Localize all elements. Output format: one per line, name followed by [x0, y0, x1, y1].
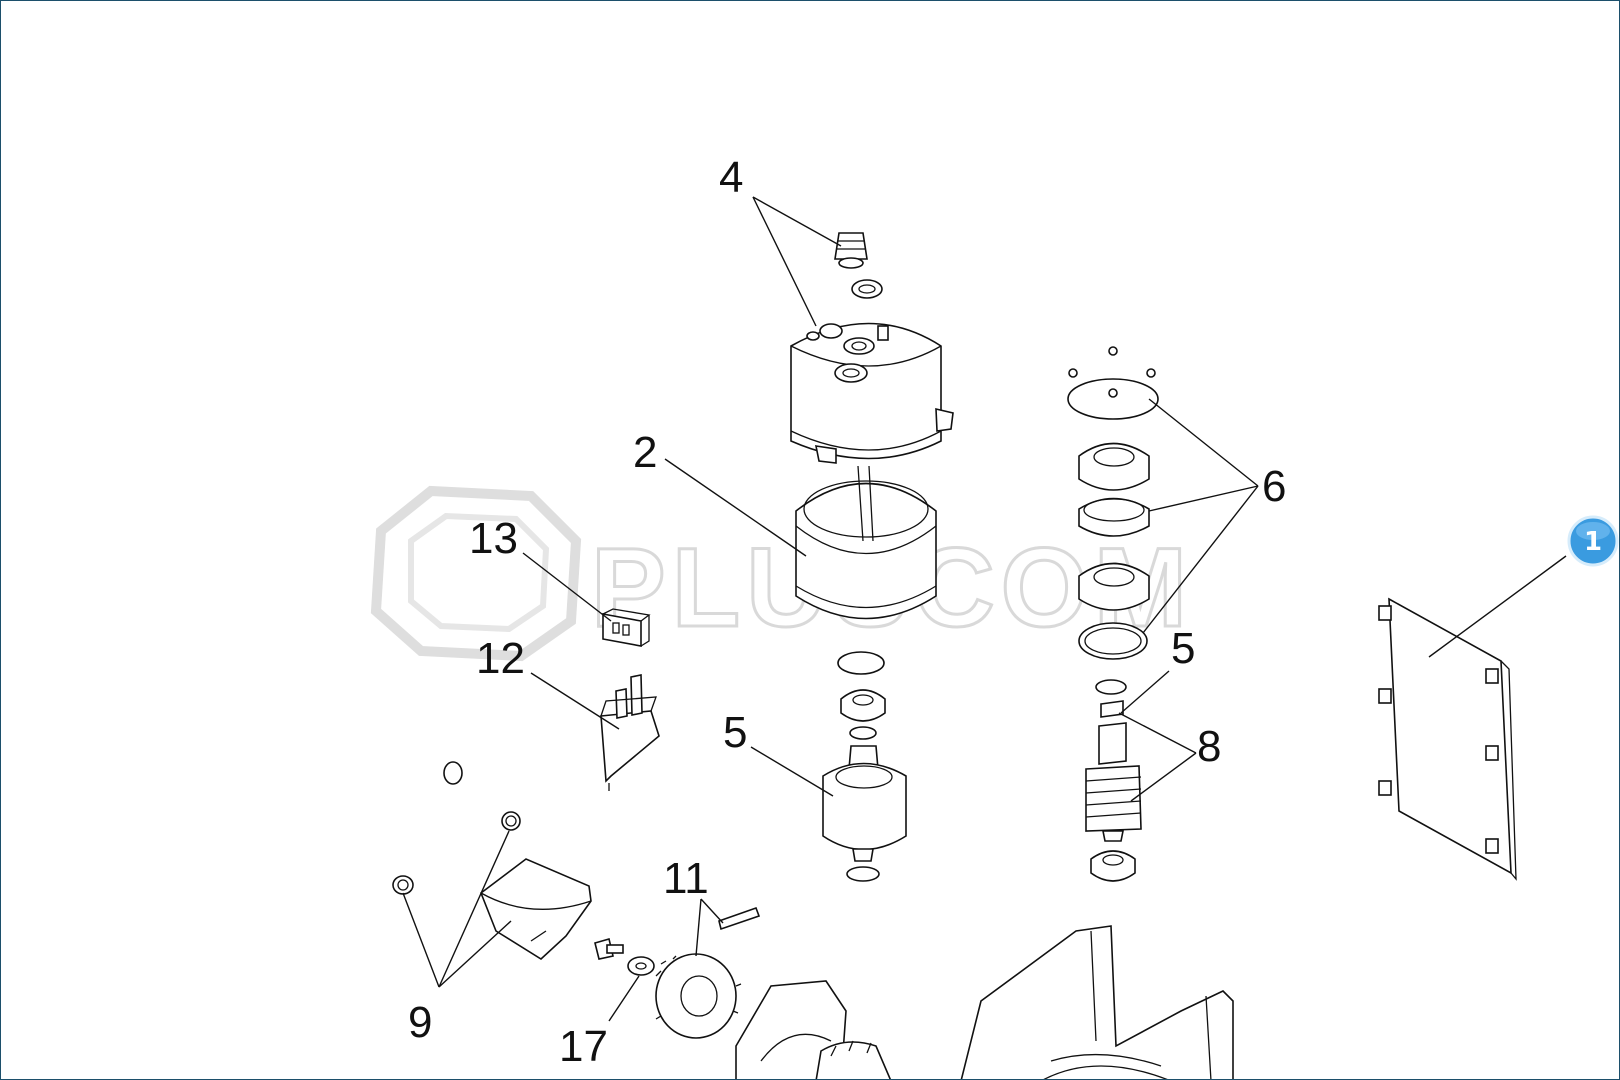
callout-4: 4 [719, 153, 743, 202]
part-gear-assembly [594, 906, 761, 1039]
leader-8b [1130, 752, 1197, 802]
part-rotor [822, 651, 907, 882]
callout-12: 12 [476, 634, 525, 683]
badge-number: 1 [1584, 527, 1602, 557]
leader-13 [522, 552, 612, 622]
leader-6c [1142, 485, 1259, 634]
leader-4b [752, 196, 817, 327]
leader-9b [438, 830, 510, 988]
leader-11a [695, 898, 702, 957]
callout-5-center: 5 [723, 708, 747, 757]
callout-8: 8 [1197, 722, 1221, 771]
part-gearbox-housing [735, 980, 892, 1079]
part-connector [602, 608, 651, 647]
part-shell-cover [392, 761, 592, 961]
leader-9a [402, 892, 440, 988]
callout-13: 13 [469, 514, 518, 563]
leader-9c [438, 920, 512, 988]
callout-6: 6 [1262, 462, 1286, 511]
callout-5-right: 5 [1171, 624, 1195, 673]
part-terminal-housing [600, 674, 660, 791]
callout-labels: 4 2 6 13 12 5 5 8 11 9 17 [408, 153, 1286, 1071]
callout-2: 2 [633, 428, 657, 477]
leader-6a [1148, 398, 1259, 487]
leader-8a [1118, 712, 1197, 754]
part-bearing-set [1067, 346, 1159, 660]
part-cover-panel [1378, 597, 1517, 881]
leader-4a [752, 196, 842, 247]
leader-1 [1428, 555, 1567, 658]
callout-17: 17 [559, 1022, 608, 1071]
part-worm-shaft [1085, 679, 1142, 882]
leader-12 [530, 672, 620, 730]
part-motor-cover [790, 232, 954, 464]
leader-5b [1120, 670, 1170, 714]
leader-17 [608, 975, 640, 1022]
part-stator [795, 465, 937, 620]
callout-11: 11 [663, 854, 709, 903]
part-base-bracket [960, 925, 1234, 1079]
leader-5a [750, 746, 834, 797]
leader-lines [402, 196, 1567, 1022]
leader-11b [700, 898, 724, 924]
leader-2 [664, 458, 807, 557]
part-badge-1[interactable]: 1 [1567, 515, 1619, 567]
leader-6b [1148, 485, 1259, 512]
callout-9: 9 [408, 998, 432, 1047]
